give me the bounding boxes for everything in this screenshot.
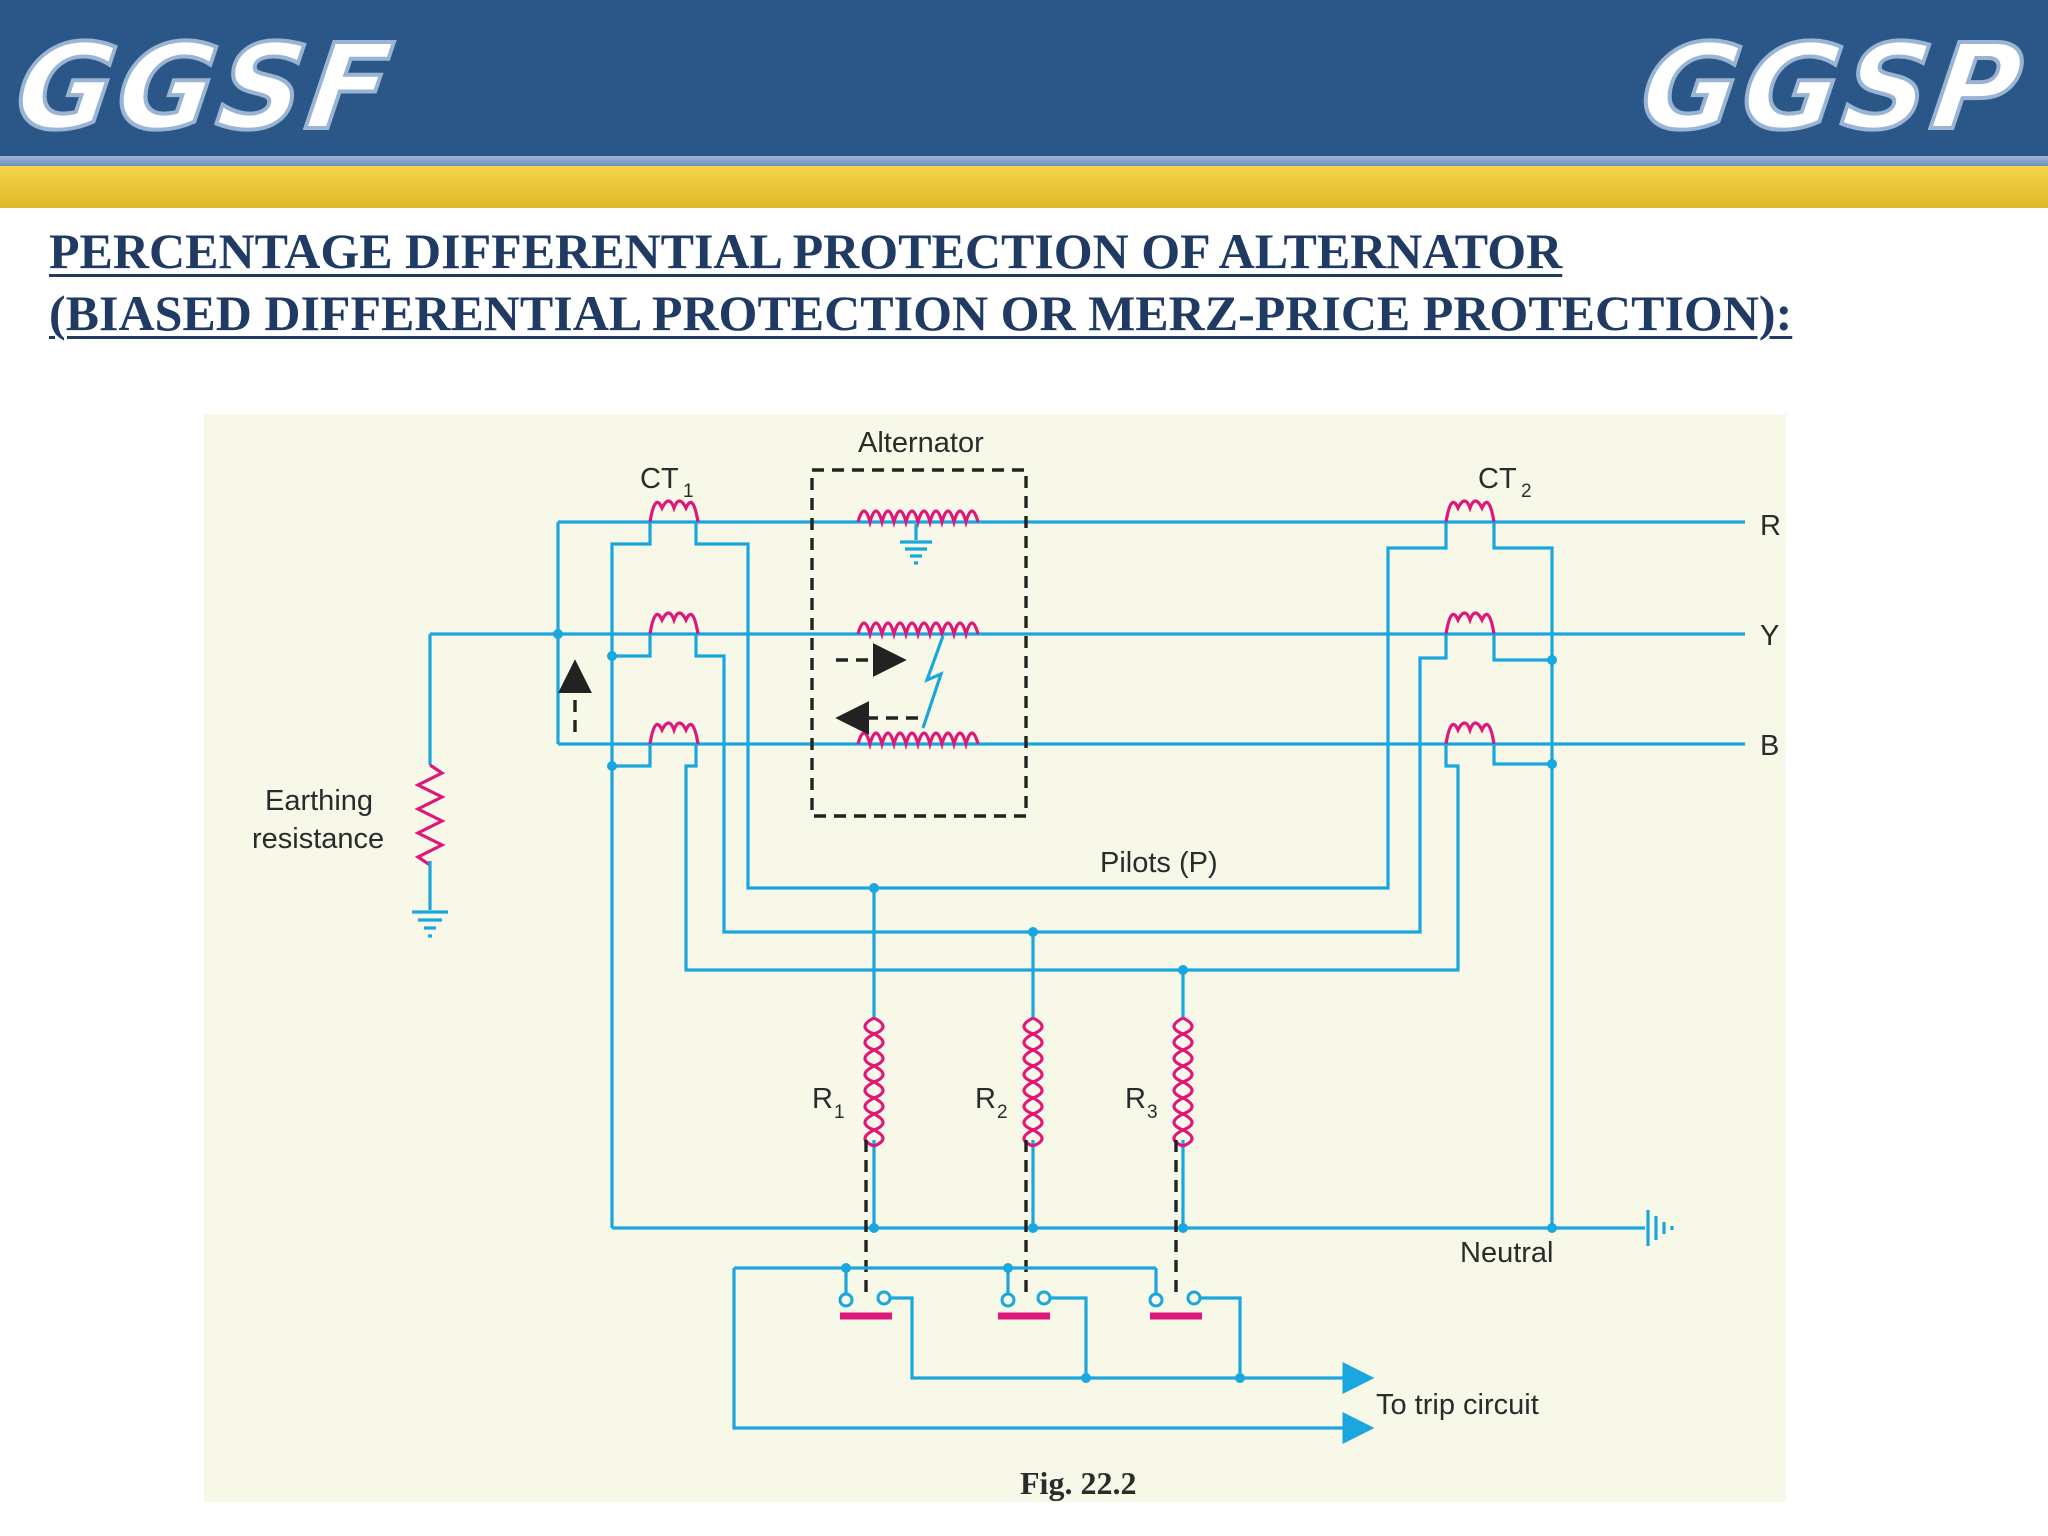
neutral-ground-icon	[1646, 1210, 1674, 1246]
relay-3-subscript: 3	[1147, 1102, 1158, 1123]
title-line-2: (BIASED DIFFERENTIAL PROTECTION OR MERZ-…	[49, 285, 1793, 341]
trip-output-line	[890, 1296, 1375, 1394]
relay-actuator-links	[864, 1140, 1178, 1300]
ct2-subscript: 2	[1521, 481, 1532, 502]
header-stripe	[0, 156, 2048, 166]
relay-2-label: R	[975, 1083, 996, 1115]
ct1-label: CT	[640, 463, 679, 495]
ct1-coil-r	[648, 499, 700, 523]
relay-2-subscript: 2	[997, 1102, 1008, 1123]
ct2-b-return	[1492, 744, 1552, 766]
ct2-secondary-return	[1492, 522, 1554, 1228]
ct2-group	[1444, 499, 1554, 1228]
ct1-y-return	[612, 634, 652, 658]
pilots-label: Pilots (P)	[1100, 847, 1218, 879]
ct1-coil-b	[648, 721, 700, 745]
alternator-ground-icon	[900, 524, 932, 565]
page-title: PERCENTAGE DIFFERENTIAL PROTECTION OF AL…	[49, 220, 1949, 344]
pilot-y	[694, 634, 1448, 934]
ct1-b-return	[612, 744, 652, 768]
ct1-group	[610, 499, 1460, 1228]
diagram-panel	[204, 414, 1786, 1502]
ct2-coil-r	[1444, 499, 1496, 523]
earthing-label-line-1: Earthing	[265, 785, 373, 817]
ct1-subscript: 1	[683, 481, 694, 502]
trip-circuit	[732, 1140, 1375, 1444]
relay-coil-2	[1022, 1016, 1044, 1148]
neutral-label: Neutral	[1460, 1237, 1554, 1269]
phase-lines	[428, 520, 1745, 765]
figure-caption: Fig. 22.2	[1020, 1465, 1136, 1501]
neutral-bus	[612, 1210, 1674, 1246]
earthing-label-line-2: resistance	[252, 823, 384, 855]
pilot-r	[694, 522, 1448, 890]
relay-1-label: R	[812, 1083, 833, 1115]
relay-legs	[863, 888, 1194, 1228]
phase-r-label: R	[1760, 510, 1781, 542]
alternator-winding-y	[856, 621, 980, 641]
title-line-1: PERCENTAGE DIFFERENTIAL PROTECTION OF AL…	[49, 223, 1563, 279]
ground-icon	[412, 910, 448, 938]
header-banner	[0, 0, 2048, 160]
earthing-resistor	[412, 763, 448, 938]
relay-coil-1	[863, 1016, 885, 1148]
alternator-winding-r	[856, 509, 980, 529]
alternator-winding-b	[856, 731, 980, 751]
alternator	[558, 468, 1028, 818]
pilot-b	[684, 744, 1460, 972]
relay-1-subscript: 1	[834, 1102, 845, 1123]
ct2-coil-b	[1444, 721, 1496, 745]
phase-b-label: B	[1760, 730, 1779, 762]
trip-circuit-label: To trip circuit	[1376, 1389, 1539, 1421]
relay-3-label: R	[1125, 1083, 1146, 1115]
ct2-label: CT	[1478, 463, 1517, 495]
ct1-secondary-return	[610, 522, 652, 1228]
trip-return-line	[732, 1268, 1375, 1444]
ct2-y-return	[1492, 634, 1552, 662]
relay-coil-3	[1172, 1016, 1194, 1148]
ct1-coil-y	[648, 611, 700, 635]
header-gold-stripe	[0, 166, 2048, 208]
junction-dots	[553, 629, 1557, 1383]
alternator-label: Alternator	[858, 427, 984, 459]
ct2-coil-y	[1444, 611, 1496, 635]
phase-y-label: Y	[1760, 620, 1779, 652]
fault-zigzag	[921, 635, 945, 729]
